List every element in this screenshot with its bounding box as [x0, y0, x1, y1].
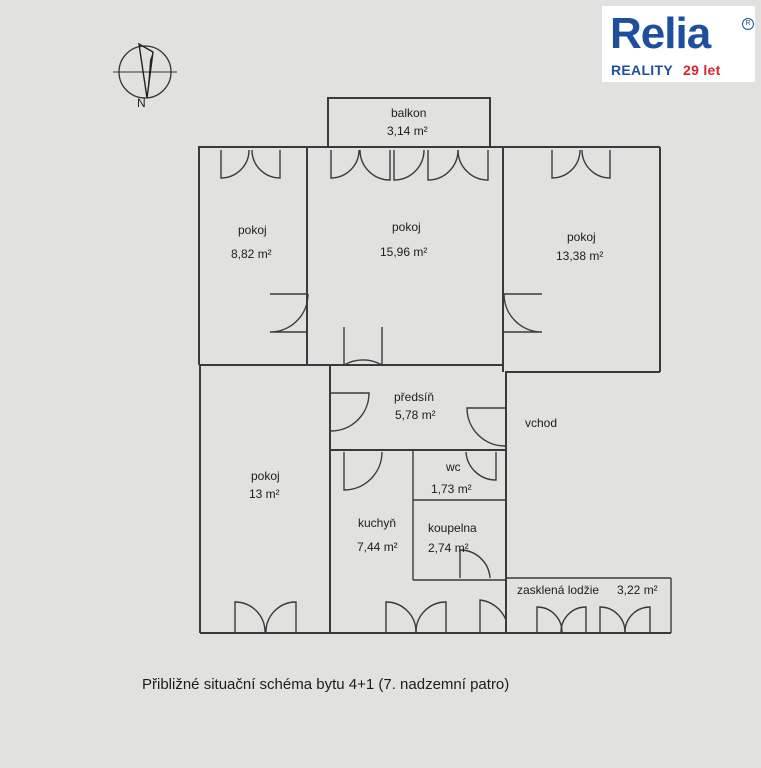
room-name-pokoj-4: pokoj [251, 469, 280, 483]
room-area-kuchyn: 7,44 m² [357, 540, 398, 554]
room-area-pokoj-1: 8,82 m² [231, 247, 272, 261]
room-name-kuchyn: kuchyň [358, 516, 396, 530]
room-name-koupelna: koupelna [428, 521, 477, 535]
room-area-wc: 1,73 m² [431, 482, 472, 496]
room-area-pokoj-3: 13,38 m² [556, 249, 603, 263]
room-name-pokoj-3: pokoj [567, 230, 596, 244]
logo-brand: Relia [610, 9, 711, 58]
plan-caption: Přibližné situační schéma bytu 4+1 (7. n… [142, 676, 510, 693]
relia-logo: Relia R REALITY 29 let [602, 6, 755, 82]
doors-windows [220, 149, 651, 633]
room-name-pokoj-2: pokoj [392, 220, 421, 234]
room-area-pokoj-4: 13 m² [249, 487, 280, 501]
logo-reality: REALITY [611, 62, 673, 78]
logo-years: 29 let [683, 62, 721, 78]
room-name-predsin: předsíň [394, 390, 434, 404]
compass-north-label: N [137, 96, 146, 110]
room-area-predsin: 5,78 m² [395, 408, 436, 422]
room-area-balkon: 3,14 m² [387, 124, 428, 138]
room-name-wc: wc [445, 460, 461, 474]
walls [198, 97, 672, 634]
room-labels: balkon 3,14 m² pokoj 8,82 m² pokoj 15,96… [231, 106, 658, 597]
registered-mark-icon: R [742, 18, 754, 30]
room-area-koupelna: 2,74 m² [428, 541, 469, 555]
room-name-balkon: balkon [391, 106, 426, 120]
room-name-pokoj-1: pokoj [238, 223, 267, 237]
room-name-lodzie: zasklená lodžie [517, 583, 599, 597]
entrance-label: vchod [525, 416, 557, 430]
logo-tagline: REALITY 29 let [611, 62, 721, 78]
compass-icon: N [113, 42, 177, 110]
room-area-pokoj-2: 15,96 m² [380, 245, 427, 259]
room-area-lodzie: 3,22 m² [617, 583, 658, 597]
